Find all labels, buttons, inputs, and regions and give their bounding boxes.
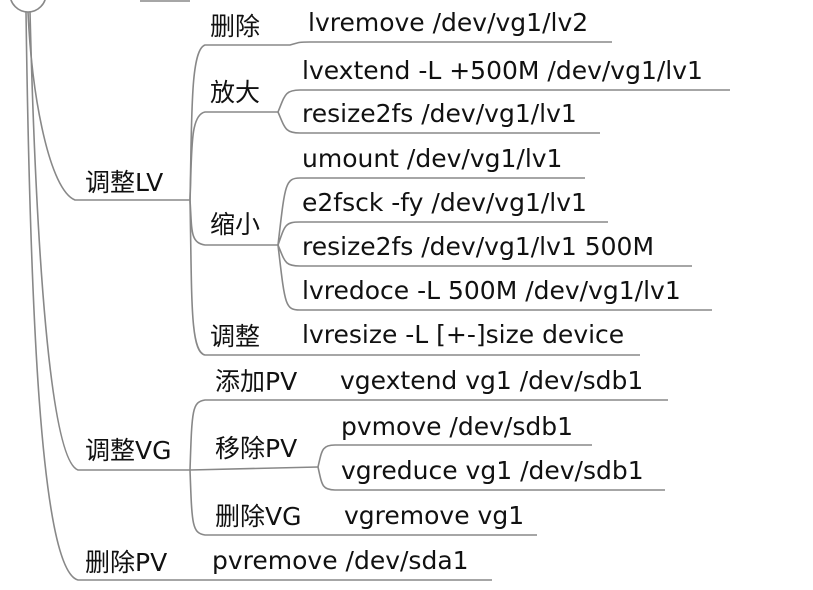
cmd-umount: umount /dev/vg1/lv1 <box>302 144 563 173</box>
cmd-vgextend: vgextend vg1 /dev/sdb1 <box>340 366 644 395</box>
node-resize: 调整 <box>210 322 261 351</box>
node-delete-lv: 删除 <box>210 12 261 41</box>
node-adjust-lv: 调整LV <box>85 168 164 197</box>
root-node-circle <box>10 0 46 13</box>
node-shrink: 缩小 <box>210 210 261 239</box>
cmd-pvremove: pvremove /dev/sda1 <box>212 546 469 575</box>
node-delete-pv: 删除PV <box>85 548 168 577</box>
edge-delete <box>189 41 612 201</box>
cmd-resize2fs-500m: resize2fs /dev/vg1/lv1 500M <box>302 232 655 261</box>
cmd-vgreduce: vgreduce vg1 /dev/sdb1 <box>341 456 644 485</box>
node-delete-vg: 删除VG <box>215 502 302 531</box>
edge-adjust-vg <box>29 11 190 471</box>
cmd-e2fsck: e2fsck -fy /dev/vg1/lv1 <box>302 188 587 217</box>
edge-delete-pv <box>25 11 492 581</box>
cmd-lvremove: lvremove /dev/vg1/lv2 <box>308 8 589 37</box>
edge-enlarge <box>189 111 278 201</box>
edge-resize <box>189 199 640 356</box>
cmd-resize2fs: resize2fs /dev/vg1/lv1 <box>302 99 577 128</box>
edge-remove-pv <box>189 466 319 471</box>
cmd-lvresize: lvresize -L [+-]size device <box>302 320 625 349</box>
node-enlarge: 放大 <box>210 78 261 107</box>
cmd-lvextend: lvextend -L +500M /dev/vg1/lv1 <box>302 56 703 85</box>
node-remove-pv: 移除PV <box>215 434 298 463</box>
edge-add-pv <box>189 399 668 471</box>
cmd-vgremove: vgremove vg1 <box>344 501 525 530</box>
node-add-pv: 添加PV <box>215 367 298 396</box>
edge-delete-vg <box>189 469 537 536</box>
node-adjust-vg: 调整VG <box>85 436 172 465</box>
cmd-lvredoce: lvredoce -L 500M /dev/vg1/lv1 <box>302 276 681 305</box>
cmd-pvmove: pvmove /dev/sdb1 <box>341 412 573 441</box>
